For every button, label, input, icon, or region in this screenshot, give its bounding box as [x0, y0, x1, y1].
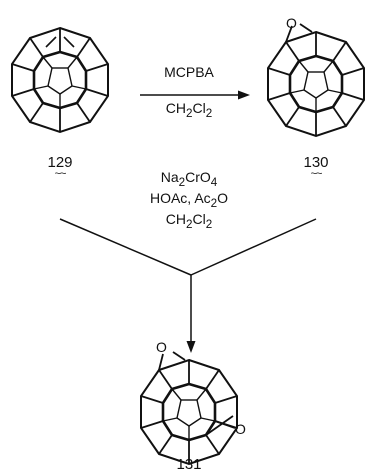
structure-131	[139, 351, 239, 466]
reaction-arrow-2	[59, 218, 317, 343]
oxygen-atom-131-top: O	[156, 339, 167, 355]
structure-130	[266, 23, 366, 138]
reagent-sodium-chromate: Na2CrO4	[160, 169, 218, 189]
reagent-acetic-acid-anhydride: HOAc, Ac2O	[149, 190, 229, 210]
oxygen-atom-131-right: O	[235, 421, 246, 437]
solvent-dichloromethane-2: CH2Cl2	[165, 211, 213, 231]
compound-label-129: 129~~	[47, 154, 73, 180]
compound-label-130: 130~~	[303, 154, 329, 180]
solvent-dichloromethane-1: CH2Cl2	[165, 100, 213, 120]
squiggle-underline: ~~	[310, 168, 323, 180]
arrowhead-2	[186, 341, 196, 353]
reaction-arrow-1	[140, 90, 250, 100]
structure-129	[10, 26, 110, 134]
squiggle-underline: ~~	[54, 168, 67, 180]
reagent-mcpba: MCPBA	[164, 64, 214, 80]
oxygen-atom-130: O	[286, 15, 297, 31]
compound-label-131: 131	[176, 456, 202, 473]
